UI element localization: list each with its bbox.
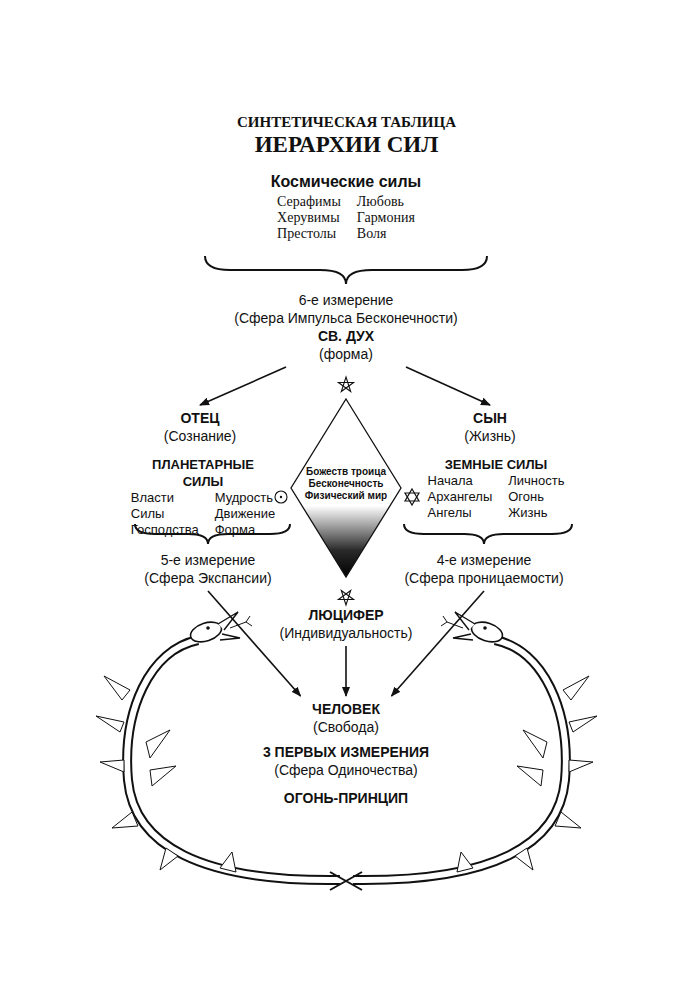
arrow-connector xyxy=(392,591,485,696)
trinity-person: СЫН(Жизнь) xyxy=(430,409,550,445)
hexagram-symbol xyxy=(405,489,419,505)
group-line: (Сфера проницаемости) xyxy=(394,569,574,587)
trinity-diamond: Божеств троица Бесконечность Физический … xyxy=(290,398,402,578)
grid-cell: Архангелы xyxy=(428,489,493,505)
grid-cell: Движение xyxy=(215,506,276,522)
arrow-connector xyxy=(345,646,347,696)
force-group: Космические силыСерафимы ЛюбовьХерувимы Га… xyxy=(216,172,476,242)
grid-cell: Личность xyxy=(508,473,564,489)
group-heading: 5-е измерение xyxy=(123,551,293,569)
group-heading: Космические силы xyxy=(216,172,476,192)
name-grid: Власти МудростьСилы ДвижениеГосподства Форм… xyxy=(131,490,275,538)
grid-cell: Жизнь xyxy=(508,505,564,521)
group-heading: ЛЮЦИФЕР xyxy=(266,606,426,624)
group-line: (Сфера Одиночества) xyxy=(231,761,461,779)
grid-cell: Начала xyxy=(428,473,493,489)
group-heading: ПЛАНЕТАРНЫЕ СИЛЫ xyxy=(131,456,275,490)
grid-cell: Огонь xyxy=(508,489,564,505)
pentagram-symbol xyxy=(338,377,353,392)
group-line: (форма) xyxy=(196,345,496,363)
grid-cell: Любовь xyxy=(357,194,415,210)
name-grid: Начала ЛичностьАрхангелы ОгоньАнгелы Жизнь xyxy=(421,473,571,521)
inverted-pentagram-symbol xyxy=(338,591,353,606)
sun-symbol xyxy=(275,491,287,503)
force-group: ЗЕМНЫЕ СИЛЫНачала ЛичностьАрхангелы ОгоньА… xyxy=(421,456,571,521)
dimension-group: 6-е измерение(Сфера Импульса Бесконечнос… xyxy=(196,291,496,363)
group-heading: 4-е измерение xyxy=(394,551,574,569)
group-line: (Жизнь) xyxy=(430,427,550,445)
group-line: ОГОНЬ-ПРИНЦИП xyxy=(231,789,461,807)
serpent-tails xyxy=(330,872,362,890)
grid-cell: Господства xyxy=(131,522,199,538)
group-heading: ЗЕМНЫЕ СИЛЫ xyxy=(421,456,571,473)
grid-cell: Власти xyxy=(131,490,199,506)
brace-right xyxy=(404,524,572,544)
principle-group: ЛЮЦИФЕР(Индивидуальность) xyxy=(266,606,426,642)
brace-top xyxy=(205,256,487,284)
group-line: (Сознание) xyxy=(140,427,260,445)
group-heading: ОТЕЦ xyxy=(140,409,260,427)
principle-group: ЧЕЛОВЕК(Свобода) xyxy=(281,700,411,736)
grid-cell: Серафимы xyxy=(277,194,341,210)
arrow-connector xyxy=(208,591,301,696)
heading-label: ИЕРАРХИИ СИЛ xyxy=(0,132,693,158)
dimension-group: 5-е измерение(Сфера Экспансии) xyxy=(123,551,293,587)
group-line: (Свобода) xyxy=(281,718,411,736)
name-grid: Серафимы ЛюбовьХерувимы ГармонияПрестолы Во… xyxy=(216,194,476,242)
dimension-group: 4-е измерение(Сфера проницаемости) xyxy=(394,551,574,587)
grid-cell: Воля xyxy=(357,226,415,242)
grid-cell: Херувимы xyxy=(277,210,341,226)
grid-cell: Ангелы xyxy=(428,505,493,521)
group-heading: 6-е измерение xyxy=(196,291,496,309)
grid-cell: Мудрость xyxy=(215,490,276,506)
grid-cell: Престолы xyxy=(277,226,341,242)
group-heading: ЧЕЛОВЕК xyxy=(281,700,411,718)
trinity-person: ОТЕЦ(Сознание) xyxy=(140,409,260,445)
arrow-connector xyxy=(406,367,490,405)
grid-cell: Силы xyxy=(131,506,199,522)
group-heading: 3 ПЕРВЫХ ИЗМЕРЕНИЯ xyxy=(231,743,461,761)
diagram-title: СИНТЕТИЧЕСКАЯ ТАБЛИЦА xyxy=(0,114,693,131)
group-line: (Индивидуальность) xyxy=(266,624,426,642)
group-line: (Сфера Экспансии) xyxy=(123,569,293,587)
grid-cell: Форма xyxy=(215,522,276,538)
grid-cell: Гармония xyxy=(357,210,415,226)
group-line: СВ. ДУХ xyxy=(196,327,496,345)
diamond-text: Божеств троица Бесконечность Физический … xyxy=(301,466,391,502)
force-group: ПЛАНЕТАРНЫЕ СИЛЫВласти МудростьСилы Движен… xyxy=(131,456,275,538)
group-heading: СЫН xyxy=(430,409,550,427)
arrow-connector xyxy=(200,367,286,405)
principle-group: 3 ПЕРВЫХ ИЗМЕРЕНИЯ(Сфера Одиночества) ОГО… xyxy=(231,743,461,807)
group-line: (Сфера Импульса Бесконечности) xyxy=(196,309,496,327)
